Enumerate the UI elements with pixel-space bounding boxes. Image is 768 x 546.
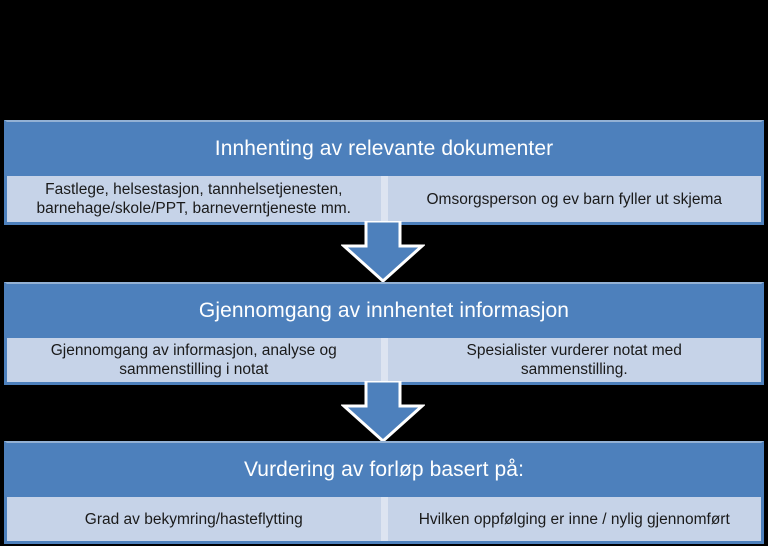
section-title: Vurdering av forløp basert på: xyxy=(243,458,525,481)
section-cells-row: Grad av bekymring/hasteflytting Hvilken … xyxy=(7,497,761,541)
cell-text-line: Gjennomgang av informasjon, analyse og xyxy=(50,342,337,359)
cell-right: Hvilken oppfølging er inne / nylig gjenn… xyxy=(387,497,761,541)
section-cells-row: Gjennomgang av informasjon, analyse og s… xyxy=(7,338,761,382)
section-title: Gjennomgang av innhentet informasjon xyxy=(198,299,570,322)
cell-left: Fastlege, helsestasjon, tannhelsetjenest… xyxy=(7,176,381,222)
cell-text-line: Spesialister vurderer notat med xyxy=(466,342,682,359)
cell-text-line: Fastlege, helsestasjon, tannhelsetjenest… xyxy=(45,181,343,198)
section-title: Innhenting av relevante dokumenter xyxy=(214,137,554,160)
cell-text-line: barnehage/skole/PPT, barneverntjeneste m… xyxy=(36,200,351,217)
flow-section-vurdering: Vurdering av forløp basert på: Grad av b… xyxy=(4,441,764,544)
cell-text-line: Hvilken oppfølging er inne / nylig gjenn… xyxy=(418,510,730,528)
cell-left: Grad av bekymring/hasteflytting xyxy=(7,497,381,541)
section-header: Innhenting av relevante dokumenter xyxy=(7,122,761,176)
section-header: Vurdering av forløp basert på: xyxy=(7,443,761,497)
section-header: Gjennomgang av innhentet informasjon xyxy=(7,284,761,338)
flow-section-innhenting: Innhenting av relevante dokumenter Fastl… xyxy=(4,120,764,225)
cell-text-line: sammenstilling. xyxy=(520,361,628,378)
flow-section-gjennomgang: Gjennomgang av innhentet informasjon Gje… xyxy=(4,282,764,385)
cell-text-line: Grad av bekymring/hasteflytting xyxy=(84,510,303,528)
down-arrow-icon xyxy=(341,221,425,283)
cell-text-line: sammenstilling i notat xyxy=(119,361,269,378)
cell-right: Spesialister vurderer notat med sammenst… xyxy=(387,338,761,382)
section-cells-row: Fastlege, helsestasjon, tannhelsetjenest… xyxy=(7,176,761,222)
down-arrow-icon xyxy=(341,381,425,443)
cell-text-line: Omsorgsperson og ev barn fyller ut skjem… xyxy=(426,190,722,208)
cell-right: Omsorgsperson og ev barn fyller ut skjem… xyxy=(387,176,761,222)
cell-left: Gjennomgang av informasjon, analyse og s… xyxy=(7,338,381,382)
